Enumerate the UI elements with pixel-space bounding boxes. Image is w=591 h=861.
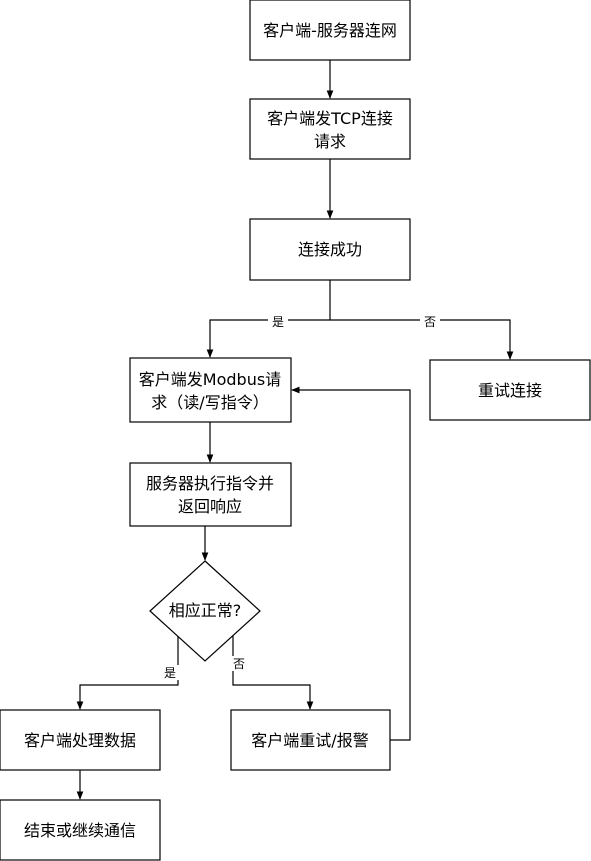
label-decision-yes: 是 xyxy=(164,666,176,680)
node-retry-connect-label: 重试连接 xyxy=(478,381,542,400)
node-end[interactable]: 结束或继续通信 xyxy=(0,799,161,861)
label-decision-no: 否 xyxy=(233,657,245,671)
node-server-label-2: 返回响应 xyxy=(178,497,242,516)
node-retry-connect[interactable]: 重试连接 xyxy=(429,359,591,421)
node-decision[interactable]: 相应正常? xyxy=(149,560,261,662)
node-process-label: 客户端处理数据 xyxy=(24,731,136,750)
label-success-no: 否 xyxy=(424,315,436,329)
node-server-exec[interactable]: 服务器执行指令并 返回响应 xyxy=(129,462,292,527)
node-client-retry[interactable]: 客户端重试/报警 xyxy=(230,709,391,771)
edge-decision-no xyxy=(232,636,314,710)
node-process[interactable]: 客户端处理数据 xyxy=(0,709,161,771)
node-client-retry-label: 客户端重试/报警 xyxy=(251,731,368,750)
node-modbus-label-1: 客户端发Modbus请 xyxy=(139,370,281,389)
edge-retry-loop xyxy=(291,386,411,741)
node-end-label: 结束或继续通信 xyxy=(24,821,136,840)
label-success-yes: 是 xyxy=(272,315,284,329)
node-tcp-request[interactable]: 客户端发TCP连接 请求 xyxy=(249,98,411,160)
node-modbus-request[interactable]: 客户端发Modbus请 求（读/写指令） xyxy=(129,357,292,423)
node-success-label: 连接成功 xyxy=(298,240,362,259)
node-modbus-label-2: 求（读/写指令） xyxy=(151,393,268,412)
node-decision-label: 相应正常? xyxy=(169,601,242,620)
node-connect[interactable]: 客户端-服务器连网 xyxy=(249,0,411,61)
node-success[interactable]: 连接成功 xyxy=(249,218,411,281)
edge-success-no xyxy=(330,319,514,360)
node-server-label-1: 服务器执行指令并 xyxy=(146,474,274,493)
edge-decision-yes xyxy=(76,636,179,710)
node-connect-label: 客户端-服务器连网 xyxy=(263,21,397,40)
node-tcp-request-label-1: 客户端发TCP连接 xyxy=(267,109,393,128)
node-tcp-request-label-2: 请求 xyxy=(314,132,346,151)
